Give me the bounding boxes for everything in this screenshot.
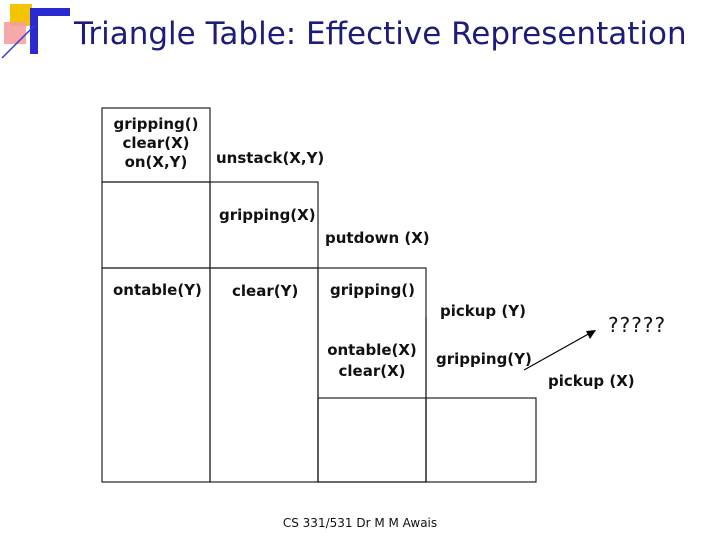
action-pickup-y-label: pickup (Y) — [440, 302, 526, 320]
action-putdown-label: putdown (X) — [325, 229, 430, 247]
precond-clear-label: clear(X) — [122, 134, 190, 152]
logo-yellow-square — [10, 4, 32, 26]
action-unstack-label: unstack(X,Y) — [216, 149, 325, 167]
ontable-y-label: ontable(Y) — [113, 281, 202, 299]
precond-on-label: on(X,Y) — [124, 153, 188, 171]
gripping-y-label: gripping(Y) — [436, 350, 532, 368]
clear-y-label: clear(Y) — [232, 282, 299, 300]
logo-diagonal-line — [1, 25, 35, 59]
cell-effect-unstack — [209, 181, 319, 269]
arrow-line — [523, 331, 593, 371]
slide-footer: CS 331/531 Dr M M Awais — [282, 516, 438, 530]
cell-bottom-right — [425, 397, 537, 483]
logo-blue-bar-h — [30, 8, 70, 16]
slide-title: Triangle Table: Effective Representation — [74, 16, 687, 52]
action-pickup-x-label: pickup (X) — [548, 372, 635, 390]
unknown-state-label: ????? — [608, 313, 667, 337]
clear-x-label: clear(X) — [338, 362, 406, 380]
gripping-empty-label: gripping() — [330, 281, 416, 299]
cell-blank-row2-col1 — [101, 181, 211, 269]
precond-gripping-label: gripping() — [113, 115, 199, 133]
ontable-x-label: ontable(X) — [327, 341, 417, 359]
cell-lower-split — [317, 397, 427, 483]
arrow-head — [586, 330, 596, 339]
slide-logo — [1, 4, 70, 59]
cell-ontable-y — [101, 267, 211, 483]
logo-blue-bar-v — [30, 8, 38, 54]
effect-gripping-x-label: gripping(X) — [219, 206, 316, 224]
